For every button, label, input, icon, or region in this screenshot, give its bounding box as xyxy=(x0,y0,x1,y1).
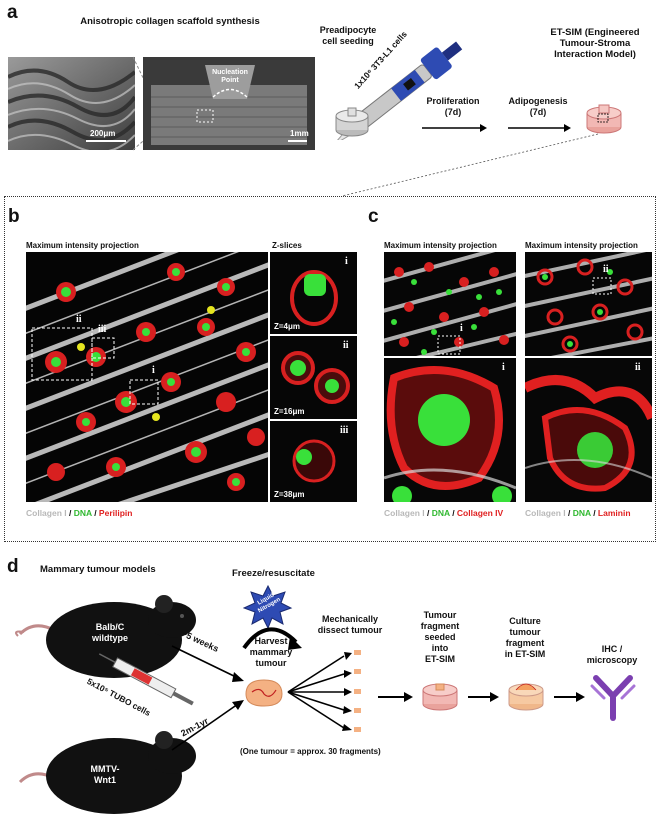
c-legend-left: Collagen I / DNA / Collagen IV xyxy=(384,508,503,518)
models-title: Mammary tumour models xyxy=(40,564,156,575)
mouse-mmtv-label: MMTV- Wnt1 xyxy=(90,764,120,785)
culture-label: Culture tumour fragment in ET-SIM xyxy=(504,616,546,659)
freeze-label: Freeze/resuscitate xyxy=(232,568,315,579)
sem-texture xyxy=(8,57,135,150)
c-zoom-left-svg xyxy=(384,366,516,502)
legend-sep: / xyxy=(565,508,573,518)
b-legend: Collagen I / DNA / Perilipin xyxy=(26,508,132,518)
zoom-to-b-connector xyxy=(341,133,599,197)
mouse-mmtv-icon xyxy=(18,731,196,814)
fragment-note: (One tumour = approx. 30 fragments) xyxy=(240,747,381,756)
etsim-seeded-icon xyxy=(422,683,458,711)
b-mip-svg xyxy=(26,252,268,502)
scaffold-title: Anisotropic collagen scaffold synthesis xyxy=(80,16,260,27)
ihc-label: IHC / microscopy xyxy=(586,644,638,665)
b-zslice-1: i Z=4μm xyxy=(270,252,357,334)
flow-arrow-3 xyxy=(554,692,585,702)
legend-collagen: Collagen I xyxy=(384,508,425,518)
dissect-arrows xyxy=(287,650,361,732)
c-zoom-left-image: i xyxy=(384,358,516,502)
mouse-balbc-label: Balb/C wildtype xyxy=(91,622,128,643)
zslice-2-depth: Z=16μm xyxy=(274,407,305,416)
adipogenesis-label: Adipogenesis (7d) xyxy=(508,96,568,117)
c-roi-left: i xyxy=(460,323,463,334)
b-mip-image: ii iii i xyxy=(26,252,268,502)
nucleation-label: Nucleation Point xyxy=(212,69,248,84)
sem-image-scaffold: Nucleation Point 1mm xyxy=(143,57,315,150)
bc-dotted-frame xyxy=(4,196,656,542)
c-roi-right: ii xyxy=(603,264,609,275)
legend-dna: DNA xyxy=(73,508,92,518)
zslice-1-depth: Z=4μm xyxy=(274,322,301,331)
legend-collagen: Collagen I xyxy=(26,508,67,518)
legend-sep: / xyxy=(91,508,99,518)
zslice-3-svg xyxy=(292,439,336,483)
panel-d-letter: d xyxy=(7,556,19,577)
b-zslices-label: Z-slices xyxy=(272,241,302,250)
scaffold-puck-icon xyxy=(335,107,369,137)
zslice-3-roman: iii xyxy=(340,425,349,436)
zslice-2-roman: ii xyxy=(343,340,349,351)
mouse-balbc-icon xyxy=(15,595,196,678)
legend-sep: / xyxy=(66,508,74,518)
scale-label-200um: 200μm xyxy=(90,129,116,138)
legend-collagen-iv: Collagen IV xyxy=(456,508,504,518)
legend-sep: / xyxy=(449,508,457,518)
scale-label-1mm: 1mm xyxy=(290,129,309,138)
panel-c-letter: c xyxy=(368,206,379,227)
tumour-icon xyxy=(245,679,283,707)
scaffold-texture xyxy=(143,57,315,150)
b-zslice-2: ii Z=16μm xyxy=(270,336,357,419)
panel-a-letter: a xyxy=(7,2,18,23)
c-mip-right-svg xyxy=(525,252,652,356)
proliferation-label: Proliferation (7d) xyxy=(426,96,480,117)
flow-arrow-2 xyxy=(468,692,499,702)
zslice-1-svg xyxy=(290,270,338,326)
b-roi-ii: ii xyxy=(76,314,82,325)
seeding-label: Preadipocyte cell seeding xyxy=(319,25,377,46)
c-mip-right-image: ii xyxy=(525,252,652,356)
etsim-pink-icon xyxy=(586,104,622,134)
legend-dna: DNA xyxy=(572,508,591,518)
zslice-3-depth: Z=38μm xyxy=(274,490,305,499)
c-zoom-left-roman: i xyxy=(502,362,505,373)
legend-sep: / xyxy=(590,508,598,518)
panel-b-letter: b xyxy=(8,206,20,227)
time-arrows xyxy=(171,645,244,751)
etsim-label: ET-SIM (Engineered Tumour-Stroma Interac… xyxy=(550,27,640,60)
legend-perilipin: Perilipin xyxy=(98,508,133,518)
recycle-arc-arrow xyxy=(242,627,302,650)
a-arrows xyxy=(422,124,571,132)
zslice-1-roman: i xyxy=(345,256,348,267)
b-zslice-3: iii Z=38μm xyxy=(270,421,357,502)
dissect-label: Mechanically dissect tumour xyxy=(317,614,383,635)
liquid-nitrogen-icon xyxy=(243,584,293,628)
legend-laminin: Laminin xyxy=(597,508,631,518)
sem-image-detail: 200μm xyxy=(8,57,135,150)
b-roi-iii: iii xyxy=(98,324,107,335)
harvest-label: Harvest mammary tumour xyxy=(249,636,293,668)
zslice-2-svg xyxy=(281,351,350,404)
c-mip-left-image: i xyxy=(384,252,516,356)
c-mip-left-label: Maximum intensity projection xyxy=(384,241,497,250)
legend-dna: DNA xyxy=(431,508,450,518)
legend-collagen: Collagen I xyxy=(525,508,566,518)
syringe-icon xyxy=(98,653,194,706)
etsim-culture-icon xyxy=(508,683,544,711)
c-legend-right: Collagen I / DNA / Laminin xyxy=(525,508,631,518)
c-zoom-right-svg xyxy=(525,375,652,492)
c-mip-left-svg xyxy=(384,252,516,356)
fragment-seeded-label: Tumour fragment seeded into ET-SIM xyxy=(420,610,460,664)
c-mip-right-label: Maximum intensity projection xyxy=(525,241,638,250)
c-zoom-right-roman: ii xyxy=(635,362,641,373)
legend-sep: / xyxy=(424,508,432,518)
b-mip-label: Maximum intensity projection xyxy=(26,241,139,250)
flow-arrow-1 xyxy=(378,692,413,702)
b-roi-i: i xyxy=(152,365,155,376)
c-zoom-right-image: ii xyxy=(525,358,652,502)
antibody-icon xyxy=(590,675,636,721)
